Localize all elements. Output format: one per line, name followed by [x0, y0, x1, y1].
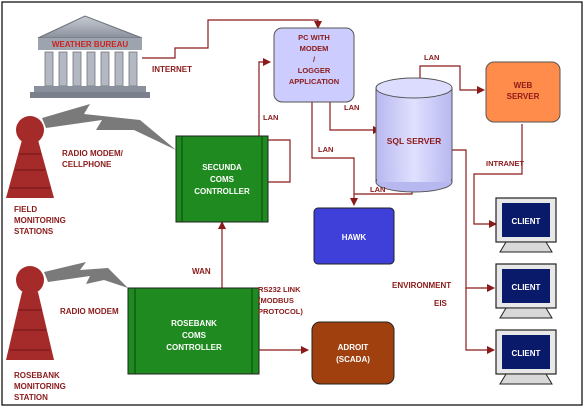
eis-label: EIS [434, 299, 448, 308]
pc-line-4: LOGGER [298, 66, 331, 75]
pc-logger-node [273, 27, 355, 103]
wan-label: WAN [192, 267, 211, 276]
lan-label-web: LAN [424, 53, 439, 62]
web-server-line-2: SERVER [507, 92, 540, 101]
hawk-node [313, 207, 395, 265]
secunda-line-2: COMS [210, 175, 235, 184]
rosebank-line-3: CONTROLLER [166, 343, 222, 352]
lan-label-secunda: LAN [263, 113, 278, 122]
field-stations-line-2: MONITORING [14, 216, 66, 225]
client-2-label: CLIENT [512, 283, 541, 292]
sql-server-label: SQL SERVER [387, 136, 441, 146]
rosebank-stations-line-1: ROSEBANK [14, 371, 60, 380]
rs232-line-1: RS232 LINK [258, 285, 301, 294]
radio-cell-line-1: RADIO MODEM/ [62, 149, 124, 158]
environment-label: ENVIRONMENT [392, 281, 451, 290]
rosebank-tower-icon [6, 266, 54, 360]
client-monitor-3 [495, 329, 557, 385]
internet-label: INTERNET [152, 65, 192, 74]
connector-pc-hawk [311, 102, 358, 206]
pc-line-5: APPLICATION [289, 77, 339, 86]
lan-label-sql: LAN [344, 103, 359, 112]
connector-sql-web [419, 65, 485, 94]
rosebank-stations-line-3: STATION [14, 393, 48, 402]
field-stations-line-1: FIELD [14, 205, 37, 214]
rs232-line-3: PROTOCOL) [258, 307, 303, 316]
client-3-label: CLIENT [512, 349, 541, 358]
pc-line-2: MODEM [300, 44, 329, 53]
pc-line-3: / [313, 55, 316, 64]
connector-sql-client3 [465, 288, 495, 354]
adroit-line-2: (SCADA) [336, 355, 370, 364]
field-lightning-icon [42, 104, 176, 150]
adroit-node [311, 321, 395, 385]
connector-sql-client2 [452, 149, 495, 292]
pc-line-1: PC WITH [298, 33, 330, 42]
connector-web-client1 [473, 124, 523, 228]
web-server-line-1: WEB [514, 81, 533, 90]
diagram-border [1, 1, 583, 406]
rosebank-line-1: ROSEBANK [171, 319, 217, 328]
lan-label-hawk: LAN [318, 145, 333, 154]
client-monitor-2 [495, 263, 557, 319]
rs232-line-2: (MODBUS [258, 296, 294, 305]
radio-cell-line-2: CELLPHONE [62, 160, 112, 169]
secunda-line-1: SECUNDA [202, 163, 242, 172]
intranet-label: INTRANET [486, 159, 524, 168]
hawk-label: HAWK [342, 233, 367, 242]
connector-secunda-pc [258, 58, 291, 183]
rosebank-stations-line-2: MONITORING [14, 382, 66, 391]
secunda-line-3: CONTROLLER [194, 187, 250, 196]
rosebank-lightning-icon [44, 262, 128, 288]
connector-internet [142, 19, 322, 59]
weather-bureau-label: WEATHER BUREAU [52, 40, 129, 49]
adroit-line-1: ADROIT [338, 343, 369, 352]
rosebank-line-2: COMS [182, 331, 207, 340]
radio-modem-label: RADIO MODEM [60, 307, 119, 316]
client-monitor-1 [495, 197, 557, 253]
rosebank-controller-node [127, 287, 260, 375]
weather-bureau-icon [30, 15, 150, 98]
sql-server-node [375, 77, 453, 193]
connectors [142, 19, 523, 354]
field-stations-line-3: STATIONS [14, 227, 54, 236]
field-tower-icon [6, 116, 54, 198]
lan-label-sql-hawk: LAN [370, 185, 385, 194]
web-server-node [485, 61, 561, 123]
connector-pc-sql [329, 102, 381, 134]
secunda-controller-node [175, 135, 269, 223]
client-1-label: CLIENT [512, 217, 541, 226]
